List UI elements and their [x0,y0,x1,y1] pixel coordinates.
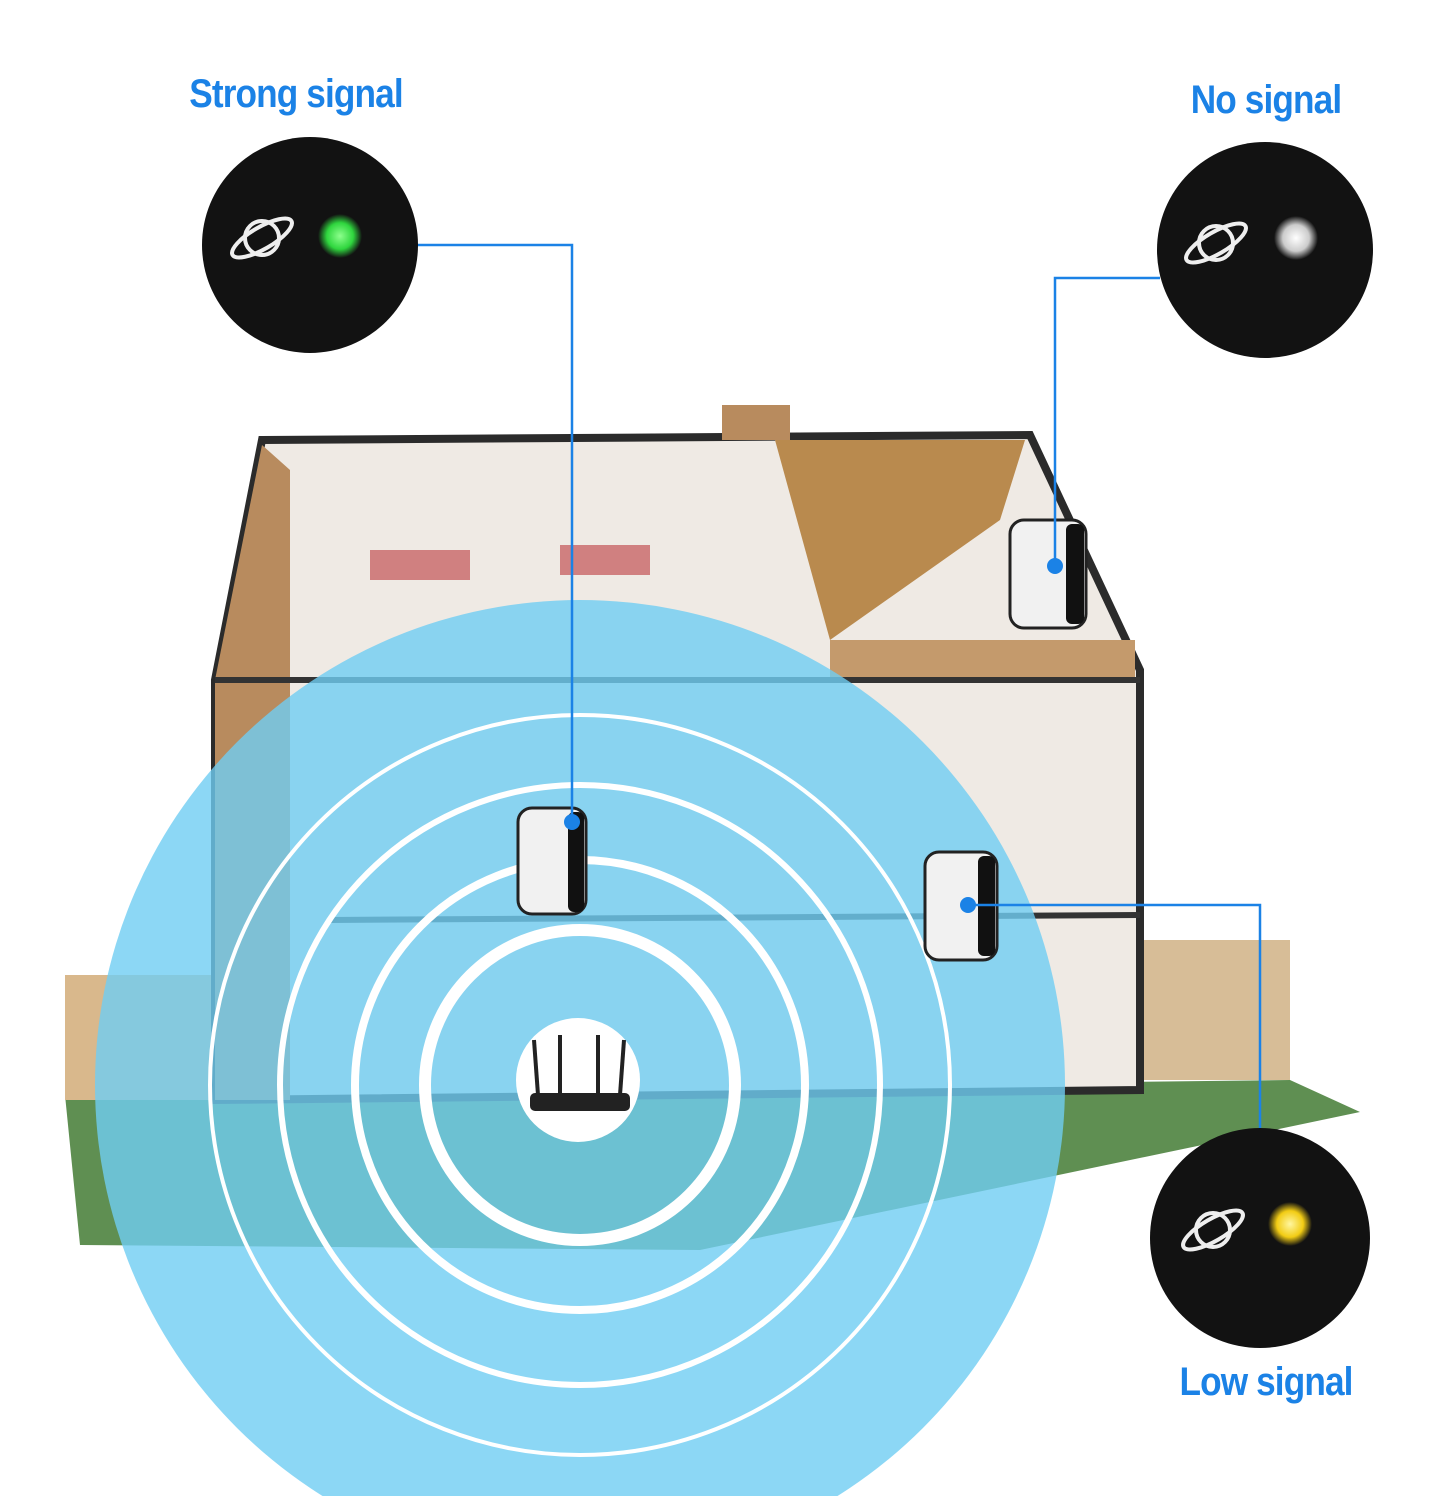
strong-signal-label: Strong signal [189,72,403,116]
right-fence [1140,940,1290,1080]
chimney [722,405,790,440]
repeater-strong [516,806,588,916]
attic-wood-ceiling [775,440,1025,640]
connector-dot-none [1047,558,1063,574]
led-off [1274,216,1318,260]
low-signal-label: Low signal [1179,1360,1353,1404]
no-signal-label: No signal [1190,78,1342,122]
router-icon [530,1035,630,1111]
led-yellow [1268,1202,1312,1246]
connector-lines [415,243,1262,1130]
planet-icon [230,216,294,260]
signal-rings [208,713,952,1457]
connector-dot-strong [564,814,580,830]
led-green [318,214,362,258]
planet-icon [1181,1208,1245,1252]
indicator-low [1150,1128,1370,1348]
connector-dot-low [960,897,976,913]
indicator-strong [202,137,418,353]
attic-floor [830,640,1135,680]
planet-icon [1184,221,1248,265]
indicator-none [1157,142,1373,358]
repeater-none [1008,518,1088,630]
